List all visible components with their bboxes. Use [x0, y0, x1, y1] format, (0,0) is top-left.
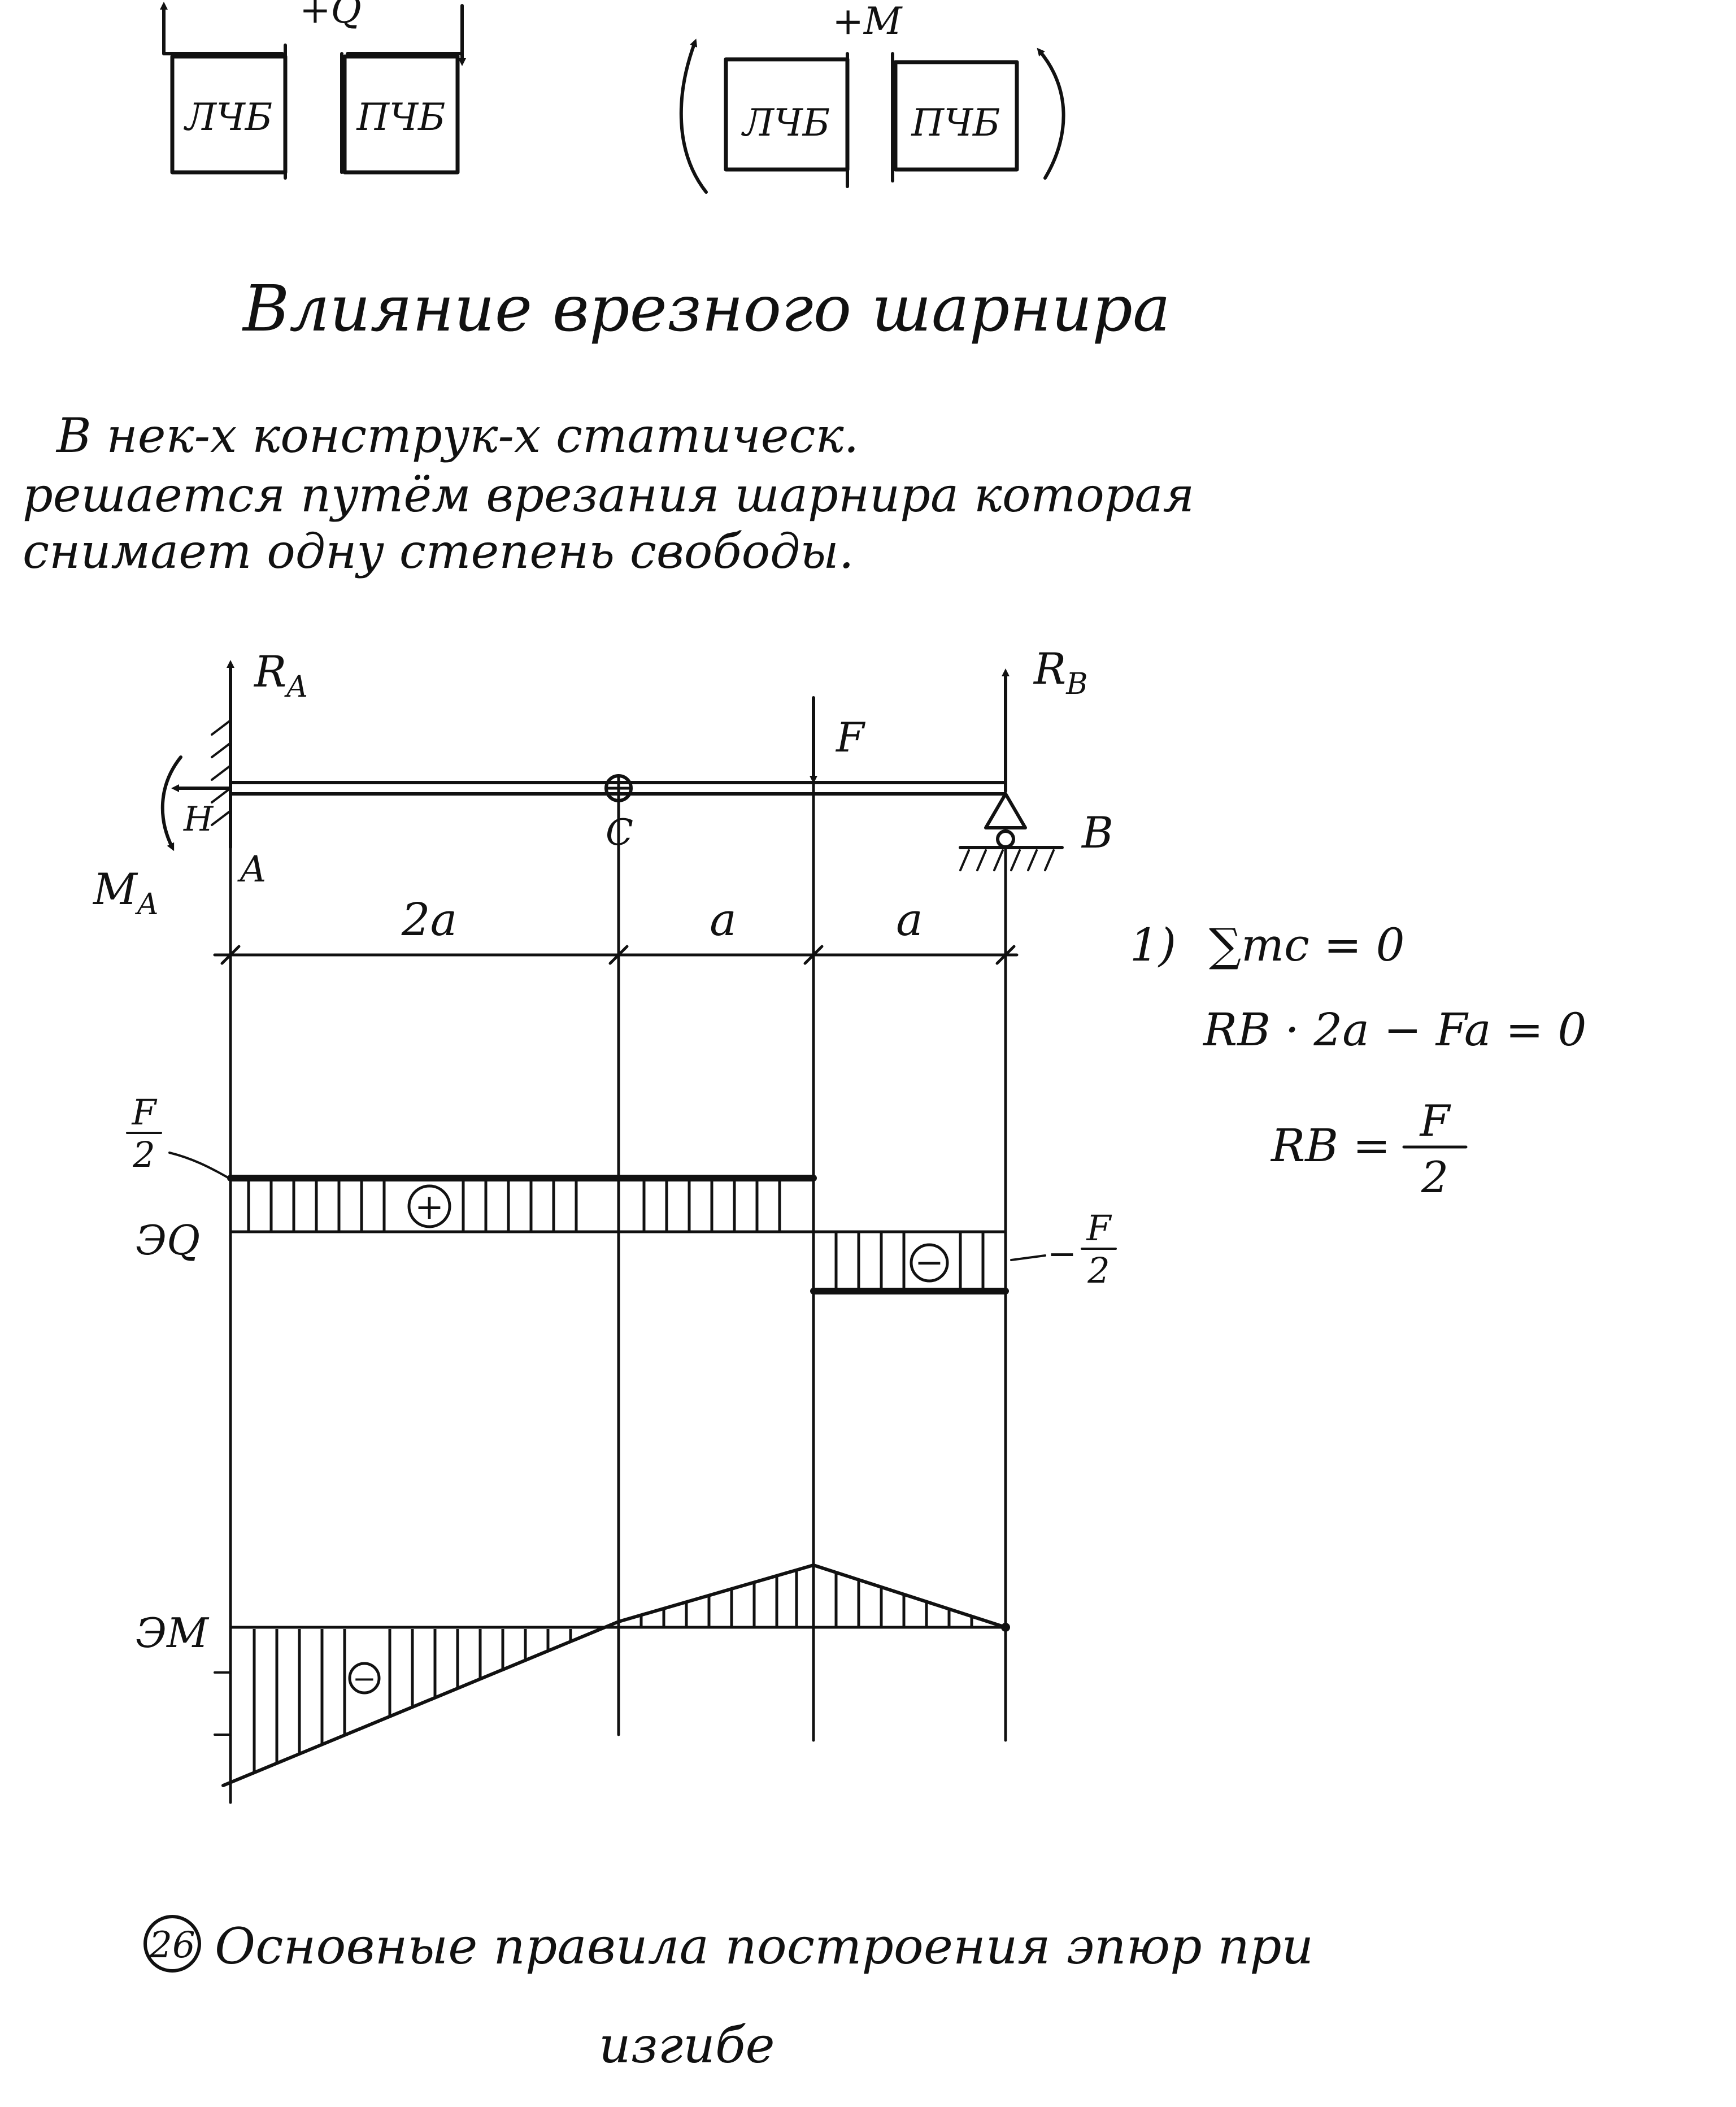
reaction-b-label: RB: [1033, 644, 1087, 701]
moment-diagram-label: ЭМ: [136, 1609, 210, 1657]
footer: 26 Основные правила построения эпюр при …: [143, 1915, 1313, 2074]
equation-line-3: RB =: [1270, 1119, 1390, 1172]
equation-fraction-num: F: [1419, 1096, 1451, 1146]
equation-line-1: ∑mc = 0: [1209, 919, 1405, 971]
shear-bottom-value-num: F: [1086, 1207, 1112, 1249]
moment-sign-convention: ЛЧБ +M ПЧБ: [679, 0, 1065, 194]
shear-top-value-num: F: [131, 1092, 157, 1133]
reaction-a-label: RA: [253, 646, 308, 704]
shear-sign-label: +Q: [299, 0, 361, 32]
footer-line-1: Основные правила построения эпюр при: [215, 1917, 1313, 1975]
moment-left-line: [221, 1620, 620, 1787]
equations: 1) ∑mc = 0 RB · 2a − Fa = 0 RB = F 2: [1130, 919, 1586, 1202]
span-label-1: 2a: [401, 893, 458, 946]
moment-negative-hatch: [253, 1629, 572, 1773]
right-part-box: [342, 54, 460, 175]
section-number: 26: [149, 1924, 195, 1966]
equation-line-2: RB · 2a − Fa = 0: [1202, 1003, 1586, 1056]
moment-sign-label: +M: [833, 0, 903, 43]
section-number-badge: [143, 1915, 201, 1973]
moment-reaction-label: MA: [92, 864, 158, 922]
shear-diagram: ЭQ F 2 + −: [126, 1092, 1117, 1294]
span-label-3: a: [896, 893, 923, 946]
moment-diagram: ЭМ −: [136, 1563, 1010, 1787]
left-part-label-moment: ЛЧБ: [741, 101, 830, 145]
equation-fraction-den: 2: [1421, 1152, 1448, 1202]
equation-step: 1): [1130, 919, 1176, 971]
heading: Влияние врезного шарнира: [242, 272, 1171, 346]
shear-plus-badge: [407, 1184, 451, 1228]
beam-scheme: RA H MA A C F RB B: [92, 644, 1113, 965]
shear-sign-convention: ЛЧБ +Q ПЧБ: [160, 0, 466, 180]
moment-minus-badge: [348, 1662, 381, 1695]
moment-right-line: [617, 1563, 1007, 1629]
shear-bottom-value-den: 2: [1087, 1250, 1110, 1291]
shear-diagram-label: ЭQ: [136, 1217, 200, 1264]
shear-positive-hatch: [247, 1181, 781, 1231]
pin-support-b-icon: [984, 792, 1027, 829]
moment-reaction-arrow: [160, 755, 182, 852]
shear-top-value-den: 2: [132, 1134, 155, 1175]
left-part-label: ЛЧБ: [184, 95, 273, 139]
shear-plus-sign: +: [415, 1186, 444, 1227]
point-a-label: A: [237, 849, 266, 890]
moment-minus-sign: −: [353, 1662, 376, 1695]
right-part-label: ПЧБ: [356, 95, 445, 139]
paragraph-line-2: решается путём врезания шарнира которая: [23, 467, 1194, 523]
right-part-label-moment: ПЧБ: [911, 101, 1000, 145]
shear-negative-hatch: [834, 1233, 985, 1289]
moment-positive-hatch: [639, 1571, 973, 1626]
right-part-box-moment: [893, 60, 1019, 172]
shear-minus-sign: −: [915, 1241, 944, 1283]
paragraph-line-3: снимает одну степень свободы.: [23, 524, 854, 579]
projection-lines: [229, 699, 1007, 1804]
horizontal-reaction-label: H: [183, 800, 214, 839]
paragraph-line-1: В нек-х конструк-х статическ.: [55, 408, 859, 463]
force-f-label: F: [835, 714, 866, 761]
point-b-label: B: [1081, 807, 1113, 858]
shear-bottom-sign: −: [1047, 1233, 1077, 1274]
shear-minus-badge: [910, 1243, 949, 1283]
footer-line-2: изгибе: [599, 2016, 775, 2074]
span-label-2: a: [710, 893, 737, 946]
